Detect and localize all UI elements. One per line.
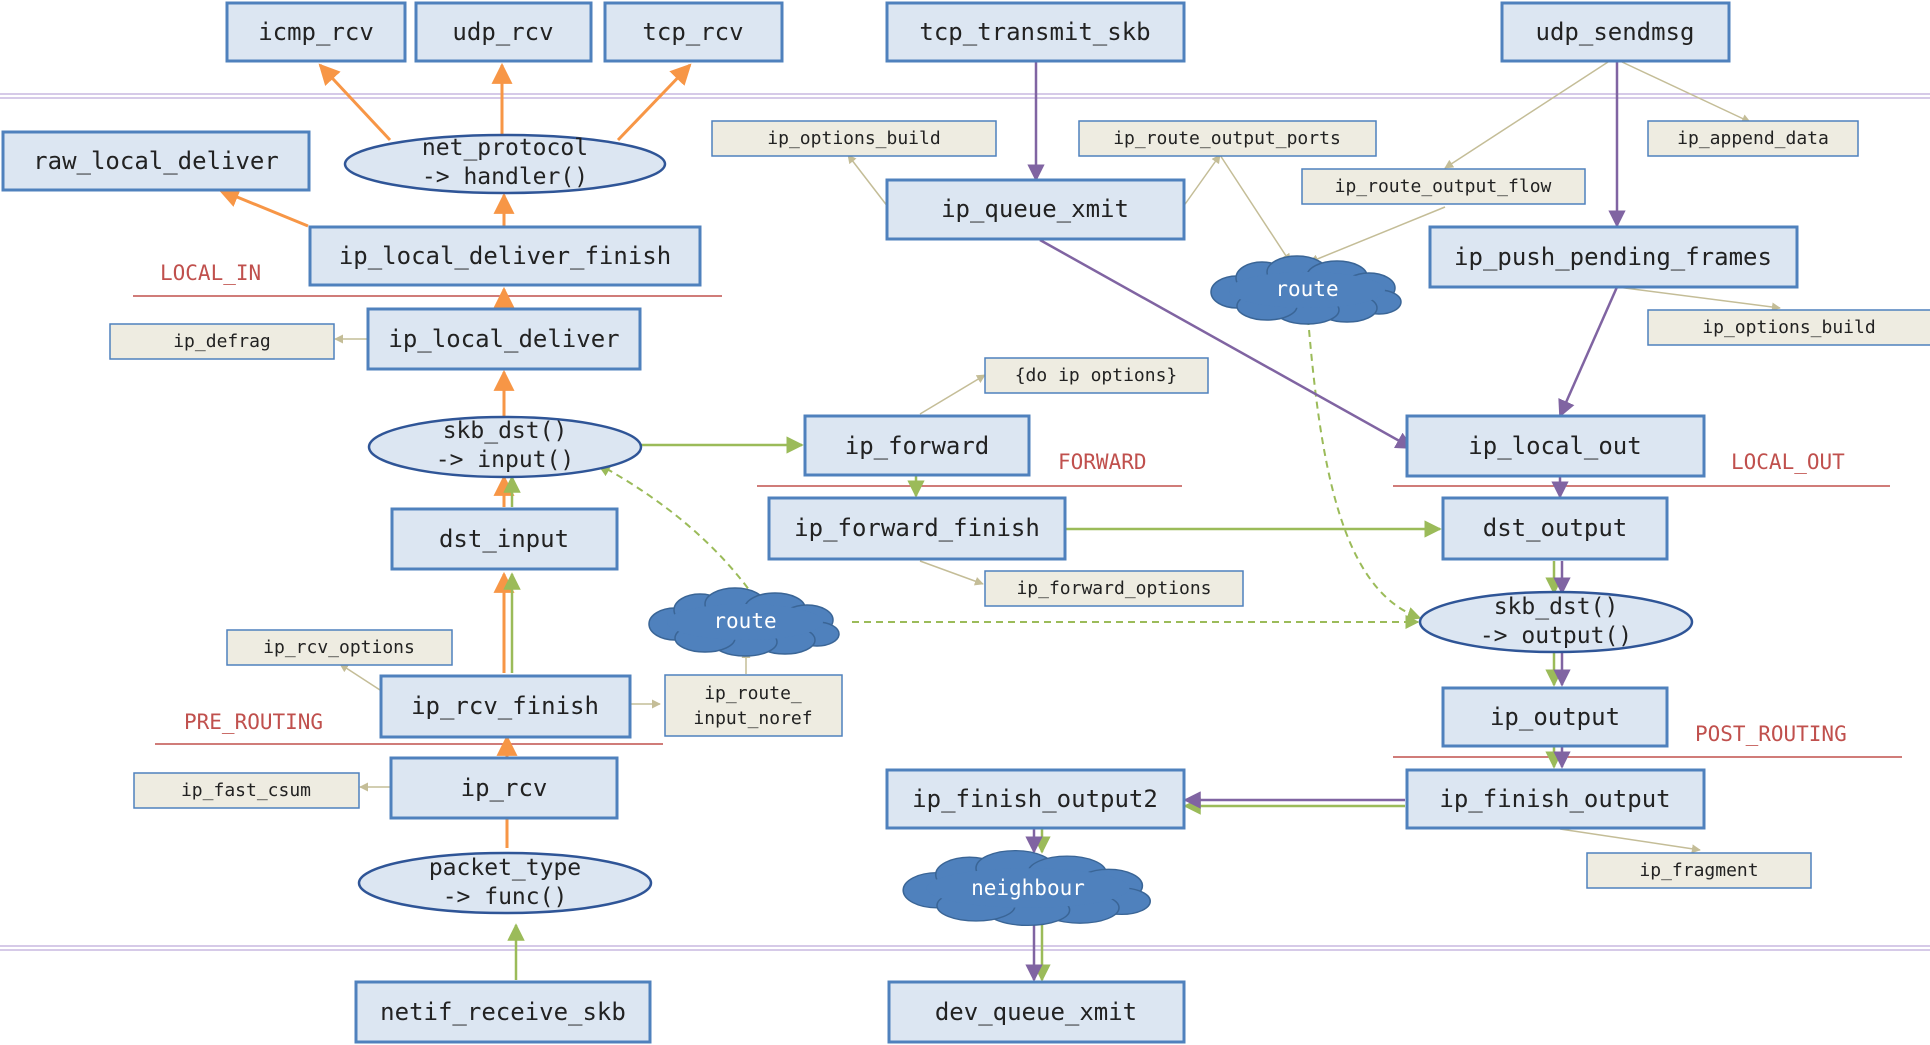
ellipse-skb-dst-output-line1: skb_dst() xyxy=(1494,594,1619,620)
box-ip-forward-finish: ip_forward_finish xyxy=(794,514,1040,542)
note-ip-fast-csum: ip_fast_csum xyxy=(181,780,311,801)
ellipse-packet-type-line1: packet_type xyxy=(429,855,581,881)
arrow-ip-queue-xmit-to-ip-local-out xyxy=(1039,238,1414,450)
box-ip-rcv-finish: ip_rcv_finish xyxy=(411,692,599,720)
arrow-finish-to-raw-local-deliver xyxy=(218,187,309,228)
box-ip-local-deliver-finish: ip_local_deliver_finish xyxy=(339,242,671,270)
cloud-route-top-label: route xyxy=(1275,277,1338,301)
box-dev-queue-xmit: dev_queue_xmit xyxy=(935,998,1137,1026)
box-ip-local-out: ip_local_out xyxy=(1468,432,1641,460)
conn-output-flow-route xyxy=(1309,206,1446,264)
box-dst-output: dst_output xyxy=(1483,514,1628,542)
dashed-route-to-skb-dst-input xyxy=(596,463,756,599)
box-ip-queue-xmit: ip_queue_xmit xyxy=(941,195,1129,223)
separator-bottom xyxy=(0,945,1930,951)
hook-label-post-routing: POST_ROUTING xyxy=(1695,722,1847,746)
box-netif-receive-skb: netif_receive_skb xyxy=(380,998,626,1026)
conn-udp-sendmsg-output-flow xyxy=(1444,61,1609,169)
box-tcp-rcv: tcp_rcv xyxy=(642,18,743,46)
arrow-push-pending-to-ip-local-out xyxy=(1558,286,1619,418)
hook-label-local-in: LOCAL_IN xyxy=(160,261,261,285)
note-ip-route-input-noref-line1: ip_route_ xyxy=(704,683,802,704)
note-do-ip-options: {do ip options} xyxy=(1015,365,1178,386)
ellipse-net-protocol-line1: net_protocol xyxy=(422,135,588,161)
note-ip-route-input-noref-line2: input_noref xyxy=(693,708,812,729)
note-ip-defrag: ip_defrag xyxy=(173,331,271,352)
conn-output-ports-route xyxy=(1219,154,1291,263)
cloud-route-mid-label: route xyxy=(713,609,776,633)
box-udp-sendmsg: udp_sendmsg xyxy=(1536,18,1695,46)
box-ip-rcv: ip_rcv xyxy=(461,774,548,802)
note-ip-fragment: ip_fragment xyxy=(1639,860,1758,881)
box-ip-local-deliver: ip_local_deliver xyxy=(388,325,619,353)
ellipse-packet-type-line2: -> func() xyxy=(443,884,568,910)
cloud-route-top xyxy=(1210,255,1402,325)
box-icmp-rcv: icmp_rcv xyxy=(258,18,374,46)
ellipse-skb-dst-input-line1: skb_dst() xyxy=(443,418,568,444)
box-udp-rcv: udp_rcv xyxy=(452,18,553,46)
conn-ip-rcv-finish-ip-rcv-options xyxy=(339,663,381,691)
arrow-net-protocol-to-tcp-rcv xyxy=(616,63,692,142)
separator-top xyxy=(0,93,1930,99)
box-raw-local-deliver: raw_local_deliver xyxy=(33,147,279,175)
box-ip-finish-output: ip_finish_output xyxy=(1439,785,1670,813)
ellipse-skb-dst-output-line2: -> output() xyxy=(1480,623,1632,649)
cloud-neighbour-label: neighbour xyxy=(971,876,1085,900)
note-ip-rcv-options: ip_rcv_options xyxy=(263,637,415,658)
conn-forward-finish-forward-options xyxy=(919,560,984,586)
box-dst-input: dst_input xyxy=(439,525,569,553)
conn-ip-forward-do-options xyxy=(919,374,986,415)
hook-label-local-out: LOCAL_OUT xyxy=(1731,450,1845,474)
box-ip-finish-output2: ip_finish_output2 xyxy=(912,785,1158,813)
note-ip-options-build-right: ip_options_build xyxy=(1702,317,1875,338)
conn-push-pending-options-build xyxy=(1616,286,1781,312)
note-ip-route-output-ports: ip_route_output_ports xyxy=(1113,128,1341,149)
ellipse-skb-dst-input-line2: -> input() xyxy=(436,447,574,473)
cloud-route-mid xyxy=(648,587,840,657)
note-ip-route-output-flow: ip_route_output_flow xyxy=(1335,176,1552,197)
conn-finish-output-fragment xyxy=(1559,828,1701,854)
hook-label-forward: FORWARD xyxy=(1058,450,1147,474)
hook-label-pre-routing: PRE_ROUTING xyxy=(184,710,323,734)
dashed-route-top-to-skb-dst-output xyxy=(1307,317,1422,621)
note-ip-forward-options: ip_forward_options xyxy=(1016,578,1211,599)
conn-ip-queue-xmit-options-build xyxy=(847,154,889,208)
note-ip-append-data: ip_append_data xyxy=(1677,128,1829,149)
arrow-net-protocol-to-icmp-rcv xyxy=(318,63,392,142)
box-tcp-transmit-skb: tcp_transmit_skb xyxy=(919,18,1150,46)
note-ip-options-build-top: ip_options_build xyxy=(767,128,940,149)
conn-udp-sendmsg-append-data xyxy=(1621,61,1751,123)
conn-ip-queue-xmit-output-ports xyxy=(1182,154,1221,208)
ellipse-net-protocol-line2: -> handler() xyxy=(422,164,588,190)
cloud-neighbour xyxy=(902,849,1151,927)
box-ip-push-pending-frames: ip_push_pending_frames xyxy=(1454,243,1772,271)
box-ip-forward: ip_forward xyxy=(845,432,990,460)
box-ip-output: ip_output xyxy=(1490,703,1620,731)
